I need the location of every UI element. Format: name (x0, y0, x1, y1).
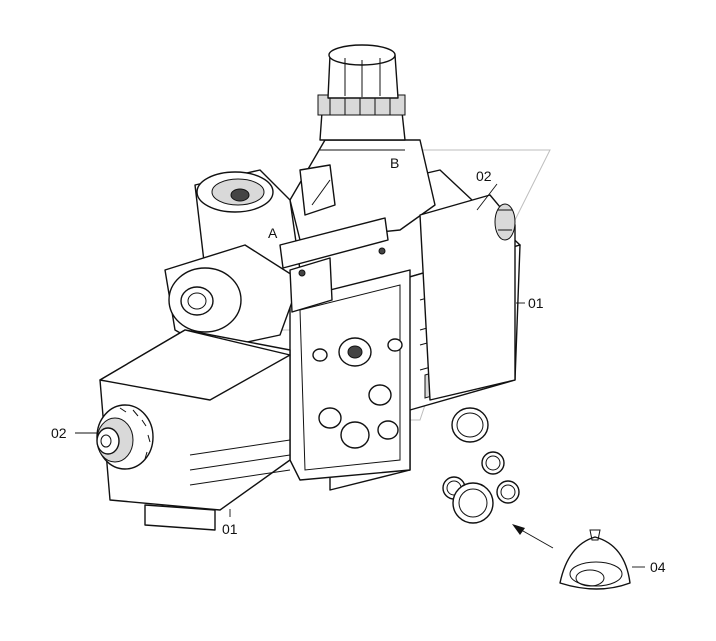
pressure-plug (164, 244, 301, 351)
callout-seal-kit: 04 (650, 559, 666, 575)
assembly-arrow (512, 524, 554, 549)
callout-solenoid-top-nut: 02 (476, 168, 492, 184)
seal-kit-bag (559, 529, 631, 590)
leader-lines (75, 183, 645, 568)
port-a-label: A (268, 225, 278, 241)
port-b-label: B (390, 155, 399, 171)
solenoid-left (96, 329, 291, 531)
nameplate (279, 217, 389, 313)
o-rings (442, 407, 520, 524)
top-cap-assembly (317, 44, 406, 141)
callout-solenoid-left-coil: 01 (222, 521, 238, 537)
solenoid-right (419, 194, 516, 401)
callout-solenoid-left-nut: 02 (51, 425, 67, 441)
callout-solenoid-top-coil: 01 (528, 295, 544, 311)
